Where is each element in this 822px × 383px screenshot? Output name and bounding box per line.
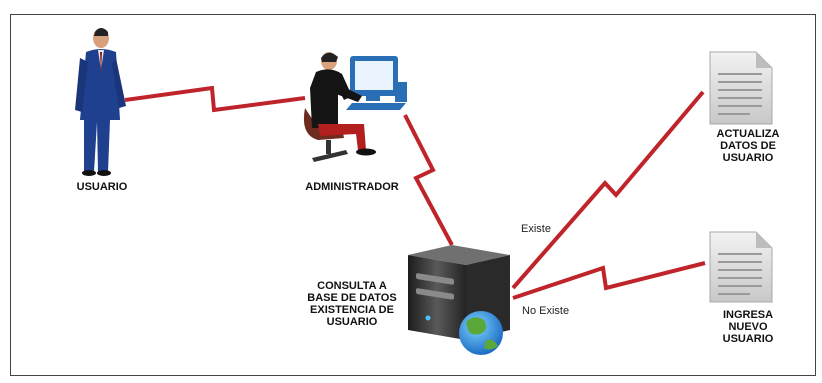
node-label-consulta: CONSULTA A BASE DE DATOS EXISTENCIA DE U… <box>307 280 397 328</box>
connector-existe <box>511 90 705 290</box>
document-icon <box>709 231 773 303</box>
connector-administrador-consulta <box>403 114 454 246</box>
document-icon <box>709 51 773 125</box>
edge-label-existe: Existe <box>521 223 551 235</box>
computer-operator-icon <box>303 52 407 162</box>
connector-no-existe <box>512 261 706 300</box>
database-server-icon <box>408 245 510 355</box>
connector-usuario-administrador <box>124 85 306 113</box>
edge-label-no-existe: No Existe <box>522 305 570 317</box>
node-label-administrador: ADMINISTRADOR <box>305 181 399 193</box>
businessman-icon <box>75 28 126 176</box>
node-label-usuario: USUARIO <box>76 181 128 193</box>
node-label-actualiza: ACTUALIZA DATOS DE USUARIO <box>716 128 780 164</box>
node-label-ingresa: INGRESA NUEVO USUARIO <box>722 309 774 345</box>
